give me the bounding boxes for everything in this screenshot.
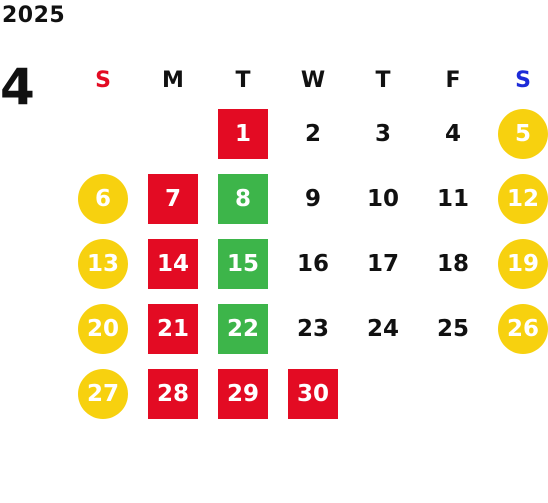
- day-cell: 9: [278, 166, 348, 231]
- day-red[interactable]: 1: [218, 108, 268, 159]
- day-plain[interactable]: 17: [366, 250, 399, 277]
- weekday-header-row: S M T W T F S: [68, 59, 548, 101]
- day-cell: 14: [138, 231, 208, 296]
- day-weekend[interactable]: 20: [78, 303, 128, 354]
- day-cell: 7: [138, 166, 208, 231]
- day-red[interactable]: 14: [148, 238, 198, 289]
- weekday-header: S: [515, 67, 531, 93]
- day-cell: 1: [208, 101, 278, 166]
- day-cell: 5: [488, 101, 548, 166]
- day-cell: 23: [278, 296, 348, 361]
- day-plain[interactable]: 23: [296, 315, 329, 342]
- week-row: 1 2 3 4 5: [68, 101, 548, 166]
- day-red[interactable]: 29: [218, 368, 268, 419]
- day-green[interactable]: 22: [218, 303, 268, 354]
- day-cell: 11: [418, 166, 488, 231]
- day-plain[interactable]: 25: [436, 315, 469, 342]
- day-cell: 28: [138, 361, 208, 426]
- day-cell: 12: [488, 166, 548, 231]
- day-cell: [348, 361, 418, 426]
- day-weekend[interactable]: 13: [78, 238, 128, 289]
- day-red[interactable]: 7: [148, 173, 198, 224]
- weekday-header: T: [235, 67, 251, 93]
- day-cell: 25: [418, 296, 488, 361]
- day-weekend[interactable]: 5: [498, 108, 548, 159]
- day-cell: 6: [68, 166, 138, 231]
- year-label: 2025: [2, 3, 66, 28]
- month-number: 4: [0, 58, 35, 116]
- weekday-header: W: [300, 67, 326, 93]
- day-plain[interactable]: 11: [436, 185, 469, 212]
- day-cell: 15: [208, 231, 278, 296]
- day-cell: 2: [278, 101, 348, 166]
- weekday-header: S: [95, 67, 111, 93]
- day-cell: [488, 361, 548, 426]
- weekday-header: T: [375, 67, 391, 93]
- week-row: 27 28 29 30: [68, 361, 548, 426]
- weekday-header: M: [162, 67, 184, 93]
- day-weekend[interactable]: 12: [498, 173, 548, 224]
- day-plain[interactable]: 3: [374, 120, 391, 147]
- day-green[interactable]: 8: [218, 173, 268, 224]
- day-cell: 18: [418, 231, 488, 296]
- day-cell: 3: [348, 101, 418, 166]
- day-plain[interactable]: 9: [304, 185, 321, 212]
- day-cell: 22: [208, 296, 278, 361]
- day-plain[interactable]: 18: [436, 250, 469, 277]
- day-plain[interactable]: 24: [366, 315, 399, 342]
- day-plain[interactable]: 4: [444, 120, 461, 147]
- day-cell: 27: [68, 361, 138, 426]
- day-cell: 20: [68, 296, 138, 361]
- day-cell: [68, 101, 138, 166]
- day-weekend[interactable]: 6: [78, 173, 128, 224]
- day-cell: 13: [68, 231, 138, 296]
- day-red[interactable]: 21: [148, 303, 198, 354]
- day-cell: 4: [418, 101, 488, 166]
- day-cell: [138, 101, 208, 166]
- day-plain[interactable]: 2: [304, 120, 321, 147]
- day-cell: 26: [488, 296, 548, 361]
- day-weekend[interactable]: 27: [78, 368, 128, 419]
- week-row: 13 14 15 16 17 18 19: [68, 231, 548, 296]
- day-plain[interactable]: 10: [366, 185, 399, 212]
- day-red[interactable]: 28: [148, 368, 198, 419]
- day-cell: 19: [488, 231, 548, 296]
- weekday-header: F: [445, 67, 461, 93]
- day-cell: 30: [278, 361, 348, 426]
- day-weekend[interactable]: 19: [498, 238, 548, 289]
- day-cell: [418, 361, 488, 426]
- day-cell: 29: [208, 361, 278, 426]
- day-red[interactable]: 30: [288, 368, 338, 419]
- day-cell: 16: [278, 231, 348, 296]
- day-cell: 21: [138, 296, 208, 361]
- day-cell: 10: [348, 166, 418, 231]
- day-cell: 17: [348, 231, 418, 296]
- day-cell: 8: [208, 166, 278, 231]
- day-cell: 24: [348, 296, 418, 361]
- day-plain[interactable]: 16: [296, 250, 329, 277]
- day-green[interactable]: 15: [218, 238, 268, 289]
- day-weekend[interactable]: 26: [498, 303, 548, 354]
- week-row: 20 21 22 23 24 25 26: [68, 296, 548, 361]
